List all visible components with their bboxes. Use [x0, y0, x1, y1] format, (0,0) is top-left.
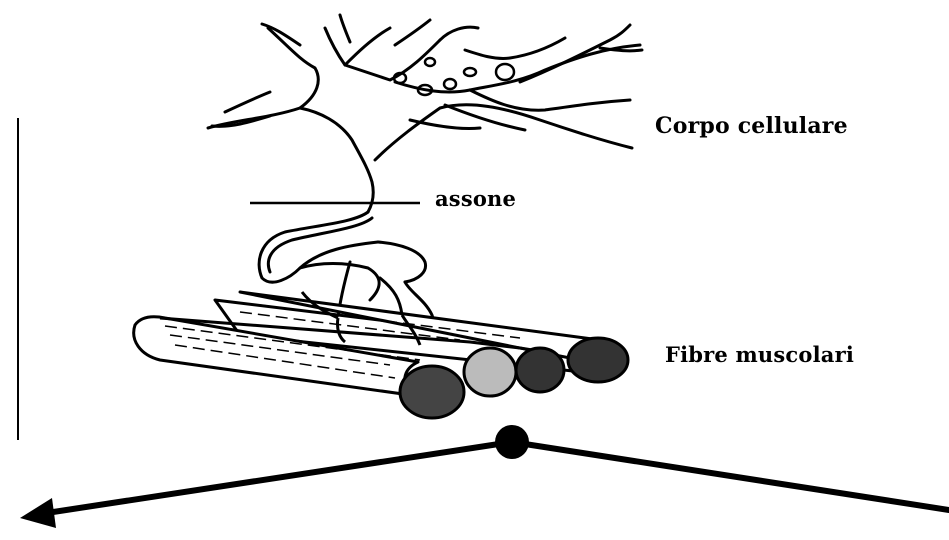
arrow-left-shaft [40, 442, 512, 514]
arrow-origin-dot [495, 425, 529, 459]
cell-body [208, 15, 642, 212]
muscle-fibers-label: Fibre muscolari [665, 342, 854, 367]
fiber-end-4 [568, 338, 628, 382]
muscle-fibers [134, 292, 628, 418]
fiber-end-1 [400, 366, 464, 418]
axon-label: assone [435, 186, 516, 211]
fiber-end-3 [516, 348, 564, 392]
cell-body-label: Corpo cellulare [655, 113, 848, 139]
fiber-end-2 [464, 348, 516, 396]
split-arrows [20, 425, 949, 528]
arrow-left-head [20, 498, 56, 528]
arrow-right-shaft [512, 442, 949, 510]
